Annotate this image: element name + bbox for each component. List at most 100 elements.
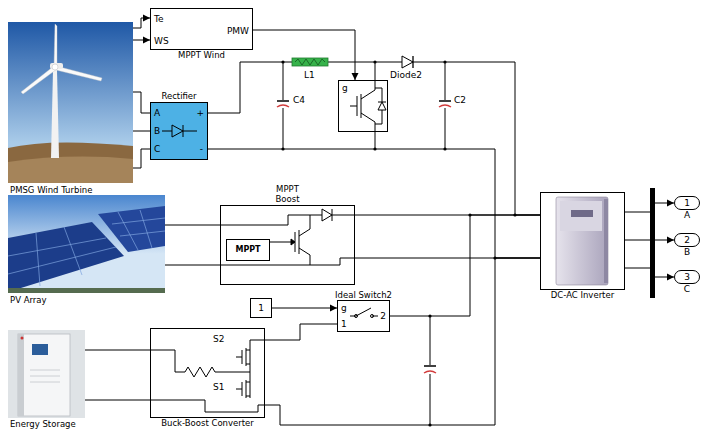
arrow-head [143, 37, 150, 44]
dc-link-wires [283, 62, 445, 425]
capacitor-symbol [276, 100, 290, 108]
output-port: 3C [674, 270, 700, 284]
wire-connector [85, 350, 150, 351]
mppt-boost-block: MPPT BoostMPPT [220, 205, 355, 285]
caption-label: Energy Storage [10, 419, 76, 429]
arrow-head [667, 200, 674, 207]
arrow-head [330, 305, 337, 312]
part-label: C4 [293, 95, 305, 105]
block-fills [150, 8, 625, 418]
inductor-symbol [292, 58, 328, 66]
inverter-block: DC-AC Inverter [540, 192, 625, 290]
block-name: Ideal Switch2 [335, 290, 392, 300]
port-label: - [200, 144, 203, 154]
port-label: + [196, 108, 204, 118]
port-number: 3 [675, 271, 699, 283]
constant-value: 1 [251, 299, 271, 317]
arrow-head [352, 73, 359, 80]
pv-array-illustration [8, 195, 165, 293]
wire-line [625, 203, 674, 212]
mppt-wind-block: TeWSPMWMPPT Wind [150, 8, 253, 50]
port-number: 2 [675, 234, 699, 246]
wire-connector [253, 30, 359, 80]
wire-connector [208, 149, 540, 258]
wire-connector [272, 305, 337, 312]
junction-dots [281, 60, 516, 426]
arrow-head [143, 15, 150, 22]
switch-label: S1 [213, 382, 224, 392]
bus-bar [650, 188, 655, 298]
port-label: 2 [380, 311, 386, 321]
block-name: MPPT Boost [268, 184, 308, 204]
igbt-block: g [338, 80, 388, 132]
wire-line [133, 149, 150, 168]
wire-line [208, 149, 540, 258]
diode-symbol [402, 56, 413, 68]
port-label: PMW [227, 26, 249, 36]
wire-connector [265, 258, 540, 425]
block-name: Buck-Boost Converter [161, 418, 254, 428]
igbt-symbol [350, 62, 386, 149]
wire-connector [625, 268, 674, 281]
energy-storage-picture: Energy Storage [8, 330, 85, 418]
wire-line [625, 268, 674, 277]
block-name: Rectifier [161, 91, 196, 101]
pv-array-picture: PV Array [8, 195, 165, 293]
wire-connector [165, 265, 220, 266]
wire-line [390, 215, 540, 316]
constant-block: 1 [250, 298, 272, 318]
wire-connector [85, 400, 150, 401]
port-label: C [154, 144, 160, 154]
wire-line [265, 324, 337, 340]
part-label: Diode2 [390, 70, 422, 80]
block-name: MPPT Wind [178, 50, 225, 60]
output-port: 2B [674, 233, 700, 247]
wire-connector [390, 215, 540, 316]
buck-boost-circuit [150, 340, 265, 412]
wire-connector [265, 324, 337, 340]
wire-connector [133, 37, 150, 44]
wire-connector [133, 149, 150, 168]
port-label: g [342, 83, 348, 93]
wire-connector [133, 92, 150, 113]
wire-line [133, 131, 150, 132]
caption-label: PV Array [10, 295, 47, 305]
port-label: A [154, 108, 160, 118]
wind-turbine-picture: PMSG Wind Turbine [8, 22, 133, 183]
ideal-switch-block: g12Ideal Switch2 [337, 300, 390, 332]
wire-line [85, 350, 150, 351]
ideal-switch-symbol [350, 308, 378, 318]
wire-connector [165, 225, 220, 226]
buck-boost-block: S2S1Buck-Boost Converter [150, 328, 265, 418]
wire-line [133, 92, 150, 113]
switch-label: S2 [213, 334, 224, 344]
port-label: 1 [341, 319, 347, 329]
port-number: 1 [675, 197, 699, 209]
wire-line [625, 240, 674, 241]
wire-line [165, 265, 220, 266]
wire-connector [133, 131, 150, 132]
arrow-head [667, 237, 674, 244]
signal-name: C [684, 284, 690, 294]
output-port: 1A [674, 196, 700, 210]
port-label: B [154, 126, 160, 136]
wire-connector [625, 237, 674, 244]
inverter-illustration [556, 197, 608, 285]
wire-connector [208, 62, 540, 215]
wire-line [272, 308, 337, 309]
wire-connector [625, 200, 674, 213]
port-label: g [341, 303, 347, 313]
part-label: C2 [454, 95, 466, 105]
wire-line [165, 225, 220, 226]
signal-name: B [684, 247, 690, 257]
mppt-boost-circuit [220, 209, 355, 265]
block-name: DC-AC Inverter [551, 290, 614, 300]
wire-connector [133, 15, 150, 29]
wire-line [253, 30, 355, 80]
wind-turbine-illustration [8, 22, 133, 183]
